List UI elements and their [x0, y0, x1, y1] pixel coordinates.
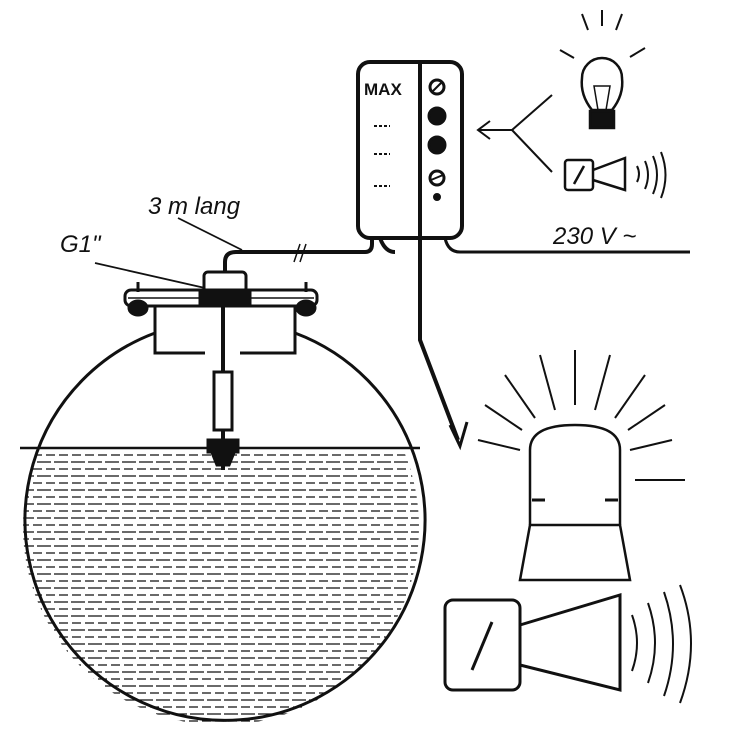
cable-length-label: 3 m lang [148, 193, 241, 220]
warning-beacon-icon [477, 350, 685, 582]
input-arrow [476, 94, 553, 173]
max-adjust-knob [428, 78, 446, 96]
sensor-cable [223, 236, 374, 272]
indicator-led [427, 135, 447, 155]
min-adjust-knob [428, 169, 446, 187]
indicator-led [427, 106, 447, 126]
controller-box [356, 60, 690, 451]
tank [20, 305, 427, 722]
liquid [23, 454, 419, 722]
controller-max-label: MAX [364, 80, 402, 99]
small-horn-icon [563, 151, 667, 199]
lamp-icon [559, 10, 646, 130]
large-horn-icon [443, 584, 692, 704]
thread-size-label: G1" [60, 231, 102, 258]
sensor-head [198, 270, 252, 470]
voltage-label: 230 V ~ [552, 223, 636, 250]
